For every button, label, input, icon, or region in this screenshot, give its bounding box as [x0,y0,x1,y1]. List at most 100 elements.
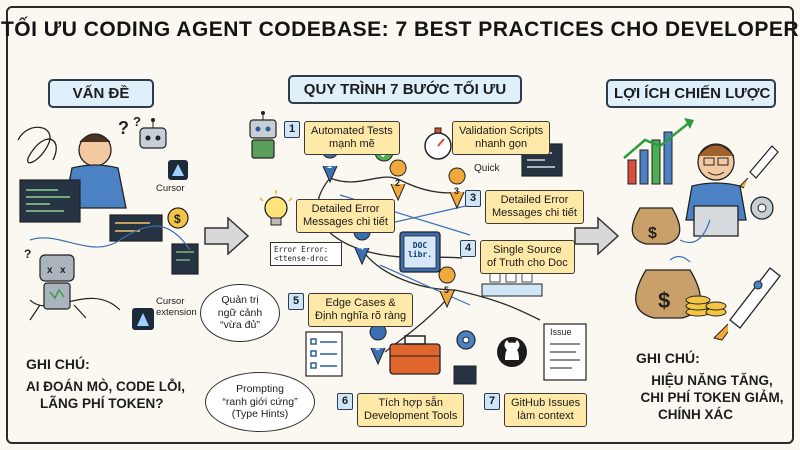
pin-number: 3 [454,186,460,196]
growth-chart-icon [623,118,694,185]
gear-icon [750,196,774,220]
svg-text:$: $ [658,288,670,313]
step-label: GitHub Issues làm context [504,393,588,427]
pin-icon [369,323,387,366]
bubble-line: “vừa đủ” [220,319,260,332]
step-label: Validation Scripts nhanh gọn [452,121,551,155]
cursor-extension-label-line: extension [156,307,197,318]
step-label-line: Messages chi tiết [492,207,577,219]
svg-text:$: $ [648,225,657,242]
code-window-icon [109,214,163,242]
svg-text:?: ? [133,114,141,129]
gear-icon [456,330,476,350]
step-label-line: Messages chi tiết [303,216,388,228]
pin-number: 6 [375,342,381,352]
robot-icon: ? [133,114,167,149]
step-label: Single Source of Truth cho Doc [480,240,575,274]
step-number: 7 [484,393,500,410]
problem-note-heading: GHI CHÚ: [26,356,90,372]
step-label-line: nhanh gọn [475,138,528,150]
problem-note-text: AI ĐOÁN MÒ, CODE LỖI, LÃNG PHÍ TOKEN? [26,378,185,412]
step-number: 5 [288,293,304,310]
cursor-extension-label-line: Cursor [156,296,185,307]
step-label: Edge Cases & Định nghĩa rõ ràng [308,293,414,327]
coin-icon: $ [167,207,189,229]
error-console-line: <ttense-droc [274,254,329,263]
step-label-line: Development Tools [364,410,458,422]
step-label-line: Automated Tests [311,125,393,137]
svg-text:x: x [47,265,53,276]
page-title: TỐI ƯU CODING AGENT CODEBASE: 7 BEST PRA… [0,18,800,41]
benefit-note-heading: GHI CHÚ: [636,350,700,366]
step-1: 1 Automated Tests mạnh mẽ [284,121,400,155]
lightbulb-icon [259,190,293,226]
step-label: Automated Tests mạnh mẽ [304,121,400,155]
quick-label: Quick [474,163,500,174]
benefit-note-line: CHI PHÍ TOKEN GIẢM, [640,390,784,405]
step-label-line: GitHub Issues [511,397,581,409]
section-heading-problem: VẤN ĐỀ [48,79,154,108]
pin-number: 2 [395,178,401,188]
step-label-line: Định nghĩa rõ ràng [315,310,407,322]
stopwatch-icon [424,127,452,160]
step-number: 3 [465,190,481,207]
bubble-line: Quản trị [221,294,259,307]
step-label-line: làm context [517,410,574,422]
step-4: 4 Single Source of Truth cho Doc [460,240,575,274]
issue-label: Issue [550,327,572,337]
bubble-line: “ranh giới cứng” [222,395,298,408]
doc-label-line: libr. [407,250,433,259]
context-bubble: Quản trị ngữ cảnh “vừa đủ” [200,284,280,342]
rocket-icon [739,145,779,189]
step-number: 1 [284,121,300,138]
pin-number: 5 [444,285,450,295]
step-number: 4 [460,240,476,257]
arrow-right-icon [574,216,620,256]
broken-robot-icon: x x ? [24,247,87,321]
bubble-line: Prompting [236,383,284,396]
pin-number: 1 [327,160,333,170]
happy-developer-icon [685,143,747,237]
step-6: 6 Tích hợp sẵn Development Tools [337,393,465,427]
step-2: Validation Scripts nhanh gọn [452,121,551,155]
laptop-icon [453,365,477,385]
benefit-note-text: HIỆU NĂNG TĂNG, CHI PHÍ TOKEN GIẢM, CHÍN… [636,372,788,423]
path-line [329,176,461,194]
arrow-right-icon [204,216,250,256]
step-label-line: Detailed Error [500,194,569,206]
error-console: Error Error: <ttense-droc [270,242,342,266]
pin-icon [438,266,456,309]
error-console-line: Error Error: [274,245,329,254]
svg-text:$: $ [174,212,181,226]
bubble-line: ngữ cảnh [217,306,263,319]
step-label-line: mạnh mẽ [328,138,375,150]
pin-icon [448,167,466,210]
issue-document-icon [543,323,587,381]
step-label-line: Detailed Error [311,203,380,215]
server-icon [481,271,543,297]
prompting-bubble: Prompting “ranh giới cứng” (Type Hints) [205,372,315,432]
benefit-note-line: HIỆU NĂNG TĂNG, [651,373,773,388]
step-label-line: of Truth cho Doc [487,257,568,269]
toolbox-icon [389,335,441,375]
extra-error-messages: Detailed Error Messages chi tiết [296,199,395,233]
github-logo-icon [497,337,527,367]
step-number: 6 [337,393,353,410]
cursor-logo-icon [168,160,188,180]
path-line [454,289,541,321]
step-7: 7 GitHub Issues làm context [484,393,588,427]
money-bag-icon: $ [635,269,701,319]
money-bag-icon: $ [631,207,681,245]
step-label: Detailed Error Messages chi tiết [296,199,395,233]
doc-label-line: DOC [412,241,428,250]
cursor-extension-logo-icon [132,308,154,330]
pin-icon [389,159,407,202]
step-label-line: Edge Cases & [325,297,396,309]
section-heading-process: QUY TRÌNH 7 BƯỚC TỐI ƯU [288,75,522,104]
step-5: 5 Edge Cases & Định nghĩa rõ ràng [288,293,414,327]
pin-number: 4 [359,242,365,252]
section-heading-benefit: LỢI ÍCH CHIẾN LƯỢC [606,79,776,108]
rocket-icon [713,267,781,341]
svg-text:x: x [60,265,66,276]
svg-text:?: ? [24,247,31,261]
